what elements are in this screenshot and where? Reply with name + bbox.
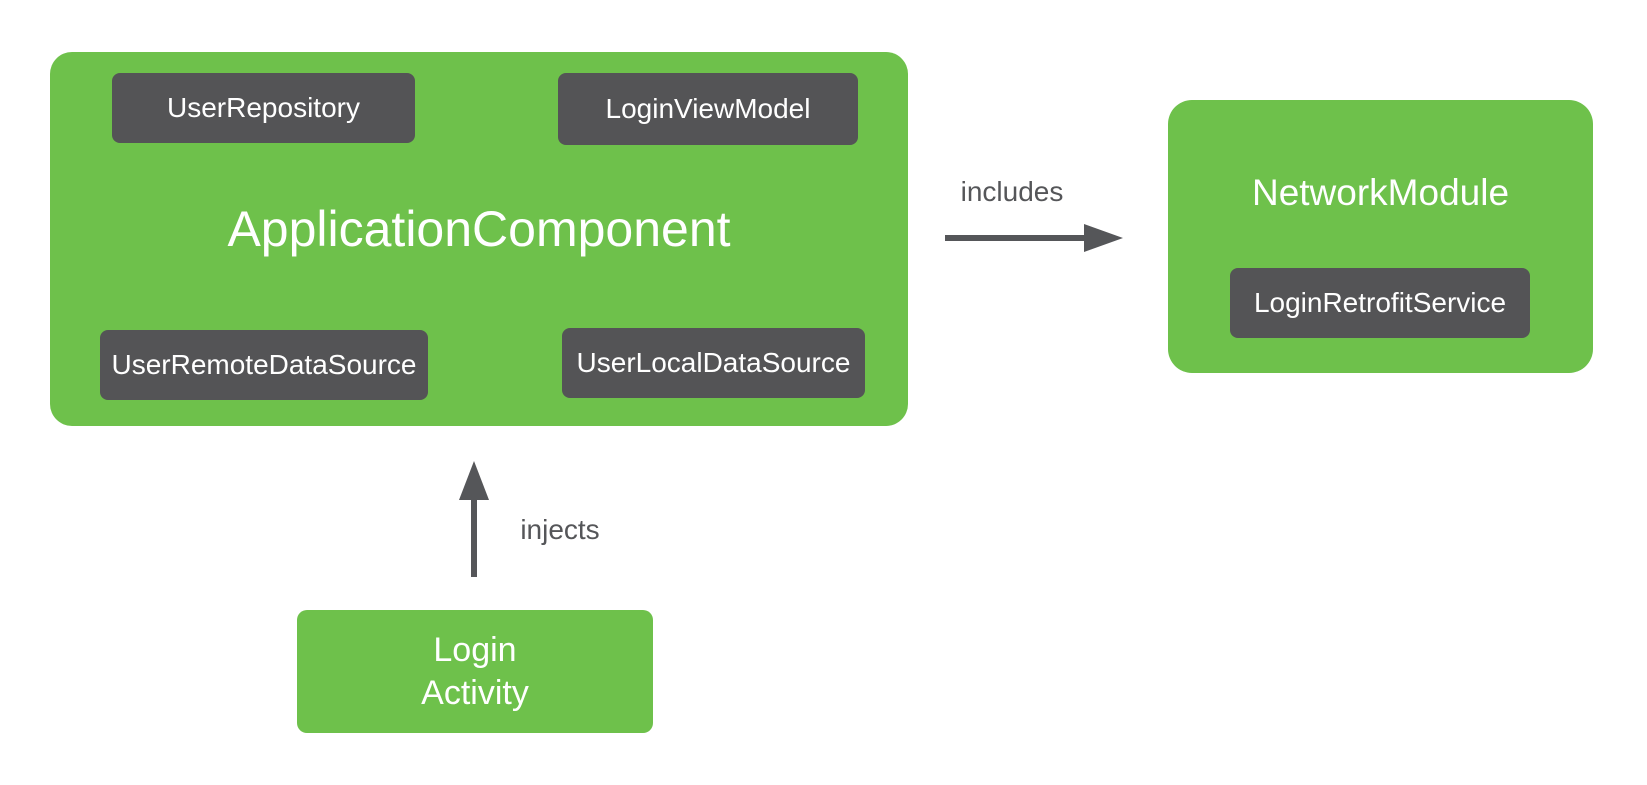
network-module-title: NetworkModule <box>1251 172 1510 213</box>
application-component-box: UserRepository LoginViewModel Applicatio… <box>50 52 908 426</box>
login-activity-box: Login Activity <box>297 610 653 733</box>
user-repository-chip: UserRepository <box>112 73 415 143</box>
includes-arrow <box>945 224 1123 252</box>
user-remote-data-source-chip: UserRemoteDataSource <box>100 330 428 400</box>
injects-edge-label: injects <box>520 514 600 545</box>
login-retrofit-service-chip: LoginRetrofitService <box>1230 268 1530 338</box>
injects-arrow <box>459 461 489 577</box>
includes-edge-label: includes <box>960 176 1064 207</box>
login-view-model-chip: LoginViewModel <box>558 73 858 145</box>
user-local-data-source-chip: UserLocalDataSource <box>562 328 865 398</box>
application-component-title: ApplicationComponent <box>227 201 731 257</box>
network-module-box: NetworkModule LoginRetrofitService <box>1168 100 1593 373</box>
